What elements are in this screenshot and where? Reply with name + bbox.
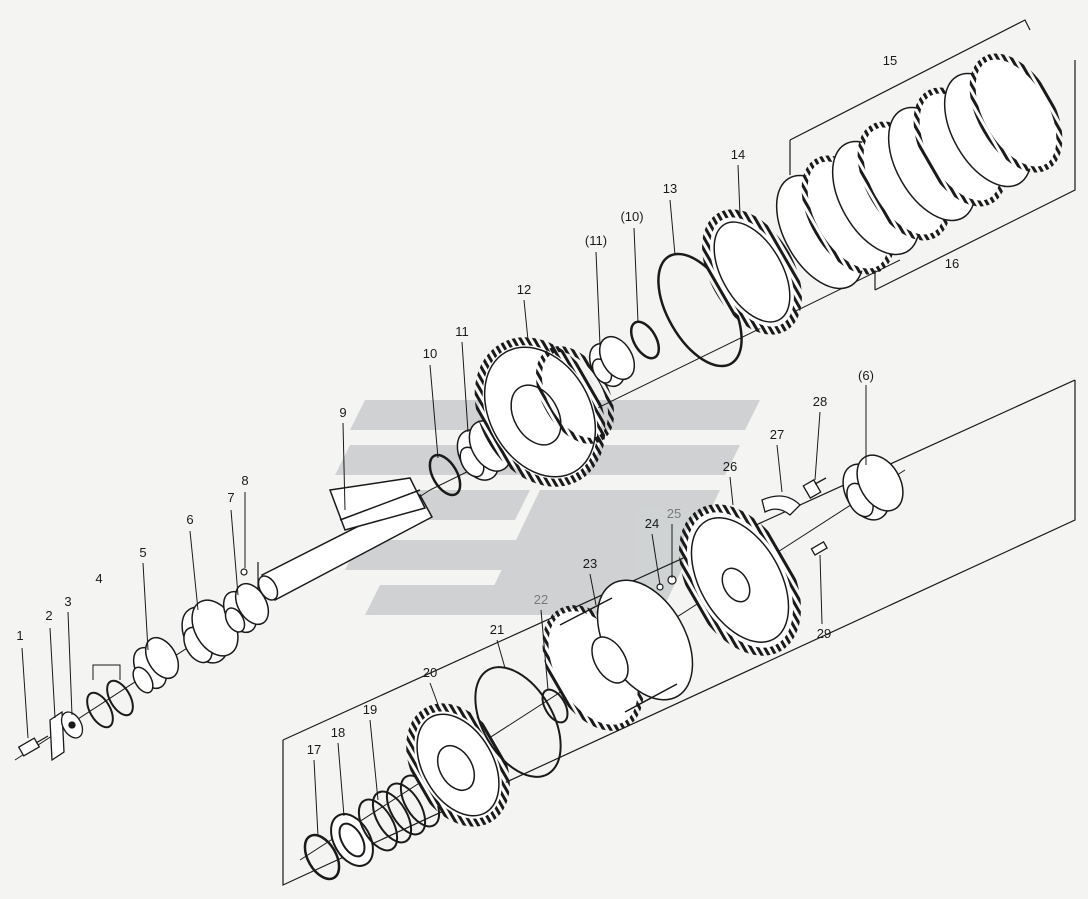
- label-21: 21: [490, 622, 504, 637]
- label-11: 11: [455, 324, 469, 339]
- part-4-shims: [86, 664, 134, 729]
- label-22: 22: [534, 592, 548, 607]
- leader-lines: [21, 164, 867, 837]
- part-7-sleeve: [222, 582, 270, 634]
- part-15-16-clutch-discs: [775, 53, 1063, 290]
- part-3-washer: [60, 711, 84, 739]
- label-6b: (6): [858, 368, 874, 383]
- part-5-bushing: [132, 636, 180, 694]
- part-17-snap-ring: [303, 833, 341, 881]
- part-12-gear: [474, 337, 615, 487]
- label-7: 7: [227, 490, 234, 505]
- label-24: 24: [645, 516, 659, 531]
- part-23-clutch-drum: [542, 579, 694, 731]
- part-11b-bearing: [588, 335, 636, 388]
- label-16: 16: [945, 256, 959, 271]
- label-6: 6: [186, 512, 193, 527]
- label-10: 10: [423, 346, 437, 361]
- part-10b-snap-ring: [629, 320, 661, 360]
- label-29: 29: [817, 626, 831, 641]
- label-1: 1: [16, 628, 23, 643]
- part-24-25-plugs: [656, 575, 677, 591]
- part-28-bolt: [802, 477, 827, 499]
- label-20: 20: [423, 665, 437, 680]
- label-27: 27: [770, 427, 784, 442]
- part-labels: 1 2 3 4 5 6 7 8 9 10 11 12 (11) (10) 13 …: [16, 53, 959, 757]
- label-10b: (10): [620, 209, 643, 224]
- label-5: 5: [139, 545, 146, 560]
- label-13: 13: [663, 181, 677, 196]
- part-29-pin: [810, 541, 828, 556]
- label-3: 3: [64, 594, 71, 609]
- part-2-lock-plate: [49, 710, 65, 762]
- part-10-snap-ring: [428, 453, 462, 497]
- label-4: 4: [95, 571, 102, 586]
- assembly-frame-lines: [282, 19, 1076, 886]
- label-28: 28: [813, 394, 827, 409]
- label-8: 8: [241, 473, 248, 488]
- label-15: 15: [883, 53, 897, 68]
- label-19: 19: [363, 702, 377, 717]
- label-11b: (11): [585, 233, 607, 248]
- label-23: 23: [583, 556, 597, 571]
- part-21-o-ring: [474, 666, 562, 778]
- part-6b-bearing: [842, 454, 904, 521]
- part-1-bolt: [17, 735, 49, 757]
- label-2: 2: [45, 608, 52, 623]
- label-26: 26: [723, 459, 737, 474]
- label-9: 9: [339, 405, 346, 420]
- part-27-segment: [761, 495, 801, 516]
- part-14-toothed-ring: [702, 209, 802, 335]
- label-17: 17: [307, 742, 321, 757]
- part-26-gear: [679, 504, 801, 656]
- label-18: 18: [331, 725, 345, 740]
- part-9-shaft: [257, 477, 434, 602]
- label-25: 25: [667, 506, 681, 521]
- label-12: 12: [517, 282, 531, 297]
- label-14: 14: [731, 147, 745, 162]
- part-20-gear: [406, 703, 510, 827]
